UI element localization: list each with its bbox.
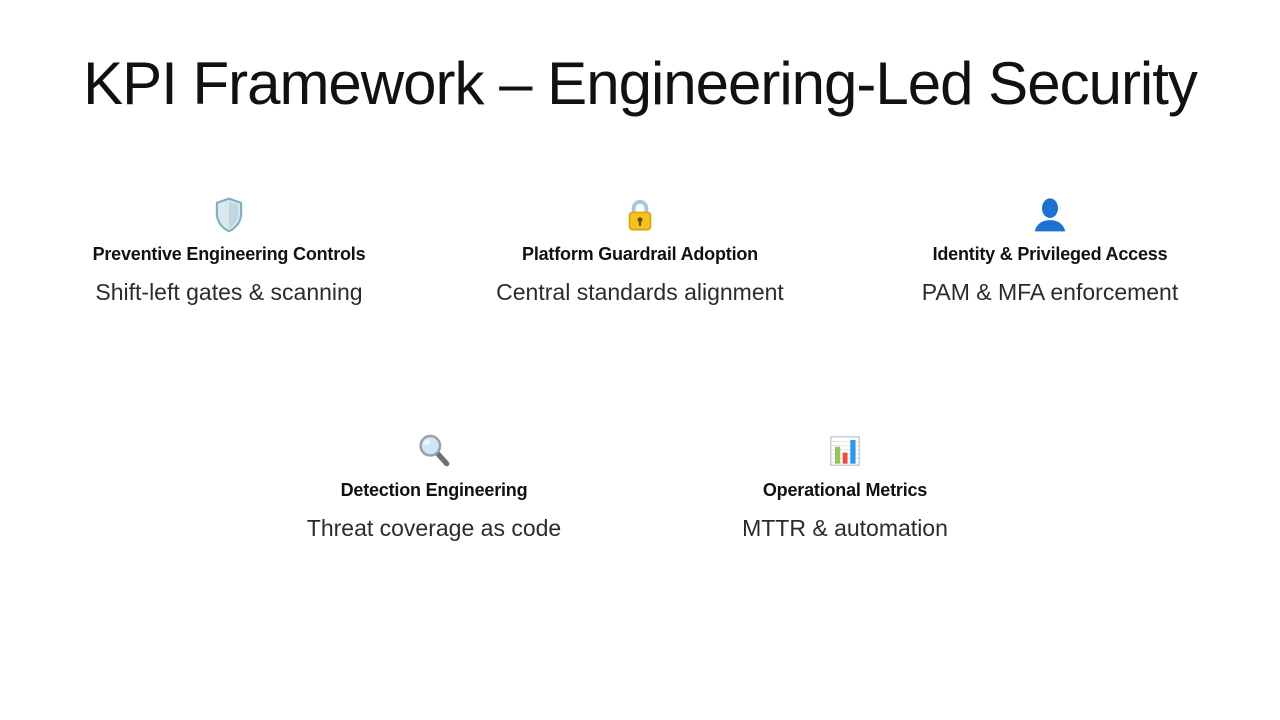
card-title: Platform Guardrail Adoption <box>522 244 758 264</box>
page-title: KPI Framework – Engineering-Led Security <box>83 50 1198 117</box>
card-description: MTTR & automation <box>742 515 948 541</box>
card-description: Threat coverage as code <box>306 515 562 541</box>
card-title: Identity & Privileged Access <box>932 244 1168 264</box>
user-icon <box>1031 196 1069 234</box>
magnifier-icon <box>415 432 453 470</box>
card-description: Central standards alignment <box>496 279 784 305</box>
kpi-card-preventive-controls: Preventive Engineering Controls Shift-le… <box>79 196 379 366</box>
kpi-card-identity-access: Identity & Privileged Access PAM & MFA e… <box>900 196 1200 366</box>
lock-icon <box>621 196 659 234</box>
kpi-card-detection-engineering: Detection Engineering Threat coverage as… <box>284 432 584 602</box>
card-title: Preventive Engineering Controls <box>92 244 366 264</box>
card-title: Operational Metrics <box>762 480 928 500</box>
card-description: Shift-left gates & scanning <box>95 279 363 305</box>
card-title: Detection Engineering <box>340 480 528 500</box>
card-description: PAM & MFA enforcement <box>921 279 1179 305</box>
kpi-card-guardrail-adoption: Platform Guardrail Adoption Central stan… <box>490 196 790 366</box>
kpi-card-operational-metrics: Operational Metrics MTTR & automation <box>695 432 995 602</box>
bar-chart-icon <box>826 432 864 470</box>
shield-icon <box>210 196 248 234</box>
